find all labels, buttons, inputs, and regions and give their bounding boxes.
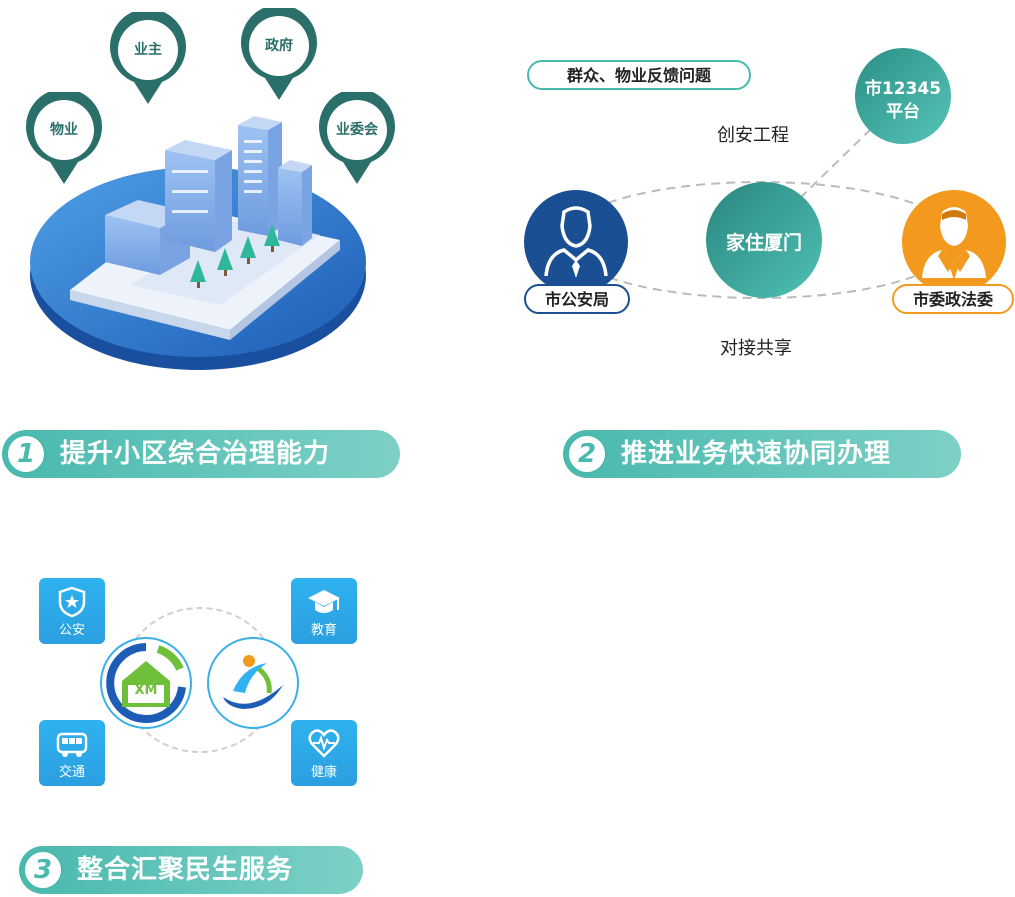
tree-icons — [190, 224, 280, 288]
pin-property: 物业 — [24, 88, 104, 184]
service-education[interactable]: 教育 — [291, 578, 357, 644]
xm-logo-text: XM — [134, 683, 158, 698]
service-label: 教育 — [310, 623, 337, 638]
police-bureau-label: 市公安局 — [524, 284, 630, 314]
service-transport[interactable]: 交通 — [39, 720, 105, 786]
pin-owners-committee: 业委会 — [317, 88, 397, 184]
share-label: 对接共享 — [720, 338, 792, 359]
political-legal-committee-node — [902, 190, 1006, 294]
section2-banner: 2 推进业务快速协同办理 — [563, 430, 961, 478]
pin-label: 政府 — [265, 38, 293, 54]
city-platform-illustration — [30, 116, 366, 370]
section-number: 2 — [567, 434, 607, 474]
section-title: 推进业务快速协同办理 — [621, 439, 892, 469]
xm-app-logo: XM — [100, 637, 192, 729]
person-icon — [544, 206, 608, 278]
section-number: 3 — [23, 850, 63, 890]
platform-label-line2: 平台 — [886, 102, 920, 122]
feedback-pill: 群众、物业反馈问题 — [527, 60, 751, 90]
police-bureau-node — [524, 190, 628, 294]
xm-house-logo-icon — [106, 643, 186, 723]
center-node-label: 家住厦门 — [725, 232, 802, 254]
section3-banner: 3 整合汇聚民生服务 — [19, 846, 363, 894]
political-legal-committee-label: 市委政法委 — [892, 284, 1014, 314]
map-pin-icon — [26, 88, 103, 184]
pin-label: 业委会 — [336, 122, 378, 138]
pin-label: 物业 — [50, 122, 78, 138]
service-label: 健康 — [310, 765, 337, 780]
project-label: 创安工程 — [717, 125, 789, 146]
section-title: 整合汇聚民生服务 — [77, 855, 294, 885]
map-pin-icon — [319, 88, 395, 184]
graduation-cap-icon — [308, 590, 340, 613]
heart-pulse-icon — [308, 729, 340, 758]
pin-owner: 业主 — [108, 8, 188, 104]
section-number: 1 — [6, 434, 46, 474]
platform-12345-node: 市12345 平台 — [855, 48, 951, 144]
platform-label-line1: 市12345 — [864, 79, 942, 99]
service-police[interactable]: 公安 — [39, 578, 105, 644]
police-badge-icon — [58, 586, 86, 618]
service-label: 交通 — [58, 765, 85, 780]
pin-label: 业主 — [134, 42, 162, 58]
section-title: 提升小区综合治理能力 — [60, 439, 331, 469]
section1-banner: 1 提升小区综合治理能力 — [2, 430, 400, 478]
service-health[interactable]: 健康 — [291, 720, 357, 786]
officer-icon — [922, 207, 986, 280]
map-pin-icon — [110, 8, 186, 104]
swirl-logo-icon — [223, 655, 283, 709]
section1-illustration — [20, 0, 380, 380]
center-node-jiazhu-xiamen: 家住厦门 — [706, 182, 822, 298]
swirl-app-logo — [207, 637, 299, 729]
bus-icon — [56, 732, 88, 757]
service-label: 公安 — [58, 623, 85, 638]
pin-government: 政府 — [239, 4, 319, 100]
map-pin-icon — [241, 4, 317, 100]
